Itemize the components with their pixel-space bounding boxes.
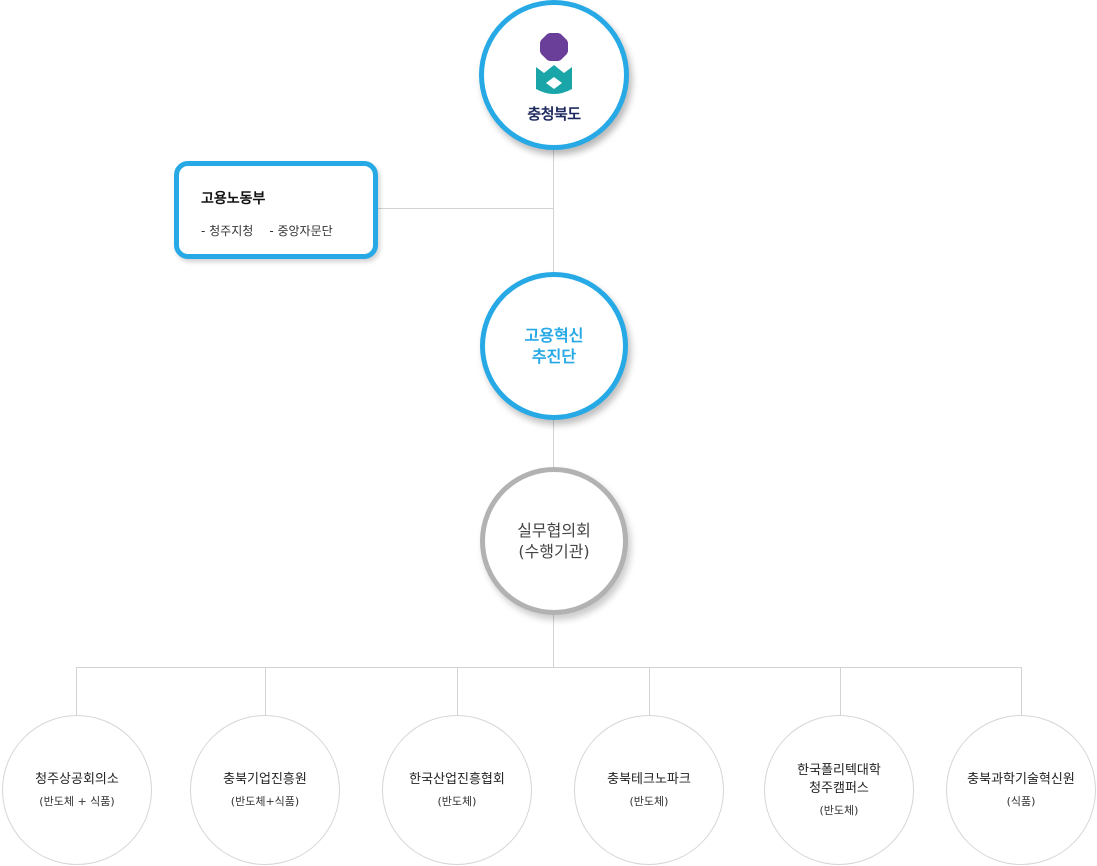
connector-agencies-horizontal	[76, 667, 1022, 668]
ministry-title: 고용노동부	[201, 191, 266, 207]
connector-agency-1	[76, 667, 77, 716]
agency-sector: (반도체+식품)	[230, 794, 300, 808]
ministry-box: 고용노동부 - 청주지청 - 중앙자문단	[174, 161, 378, 259]
connector-innovation-to-council	[553, 420, 554, 468]
connector-agency-6	[1021, 667, 1022, 716]
council-node: 실무협의회 (수행기관)	[480, 467, 628, 615]
agency-node: 한국산업진흥협회 (반도체)	[382, 715, 532, 865]
agency-name: 충북과학기술혁신원	[967, 771, 1075, 787]
council-label-line1: 실무협의회	[517, 521, 591, 540]
innovation-label-line2: 추진단	[531, 347, 577, 366]
innovation-node: 고용혁신 추진단	[480, 272, 628, 420]
ministry-item-advisory: - 중앙자문단	[269, 224, 333, 238]
connector-agency-5	[840, 667, 841, 716]
council-label-line2: (수행기관)	[518, 542, 590, 561]
agency-sector: (반도체)	[437, 794, 477, 808]
connector-agency-3	[457, 667, 458, 716]
agency-node: 충북테크노파크 (반도체)	[574, 715, 724, 865]
ministry-items: - 청주지청 - 중앙자문단	[201, 222, 333, 239]
chungbuk-node: 충청북도	[479, 0, 629, 150]
agency-name: 한국산업진흥협회	[409, 771, 505, 787]
innovation-label-line1: 고용혁신	[524, 326, 584, 345]
connector-agency-2	[265, 667, 266, 716]
agency-sector: (식품)	[1006, 794, 1036, 808]
chungbuk-label: 충청북도	[527, 104, 581, 123]
agency-node: 한국폴리텍대학 청주캠퍼스 (반도체)	[764, 715, 914, 865]
agency-name-line2: 청주캠퍼스	[809, 780, 869, 796]
agency-node: 청주상공회의소 (반도체 + 식품)	[2, 715, 152, 865]
agency-name: 충북기업진흥원	[223, 771, 307, 787]
agency-name: 충북테크노파크	[607, 771, 691, 787]
agency-sector: (반도체)	[819, 803, 859, 817]
agency-node: 충북기업진흥원 (반도체+식품)	[190, 715, 340, 865]
agency-sector: (반도체)	[629, 794, 669, 808]
connector-top-to-innovation	[553, 145, 554, 273]
agency-name: 청주상공회의소	[35, 771, 119, 787]
connector-council-to-agencies	[553, 615, 554, 667]
connector-ministry	[378, 208, 554, 209]
agency-name: 한국폴리텍대학	[797, 762, 881, 778]
ministry-item-branch: - 청주지청	[201, 224, 254, 238]
chungbuk-logo-icon	[536, 32, 572, 94]
connector-agency-4	[649, 667, 650, 716]
agency-node: 충북과학기술혁신원 (식품)	[946, 715, 1096, 865]
agency-sector: (반도체 + 식품)	[39, 794, 115, 808]
